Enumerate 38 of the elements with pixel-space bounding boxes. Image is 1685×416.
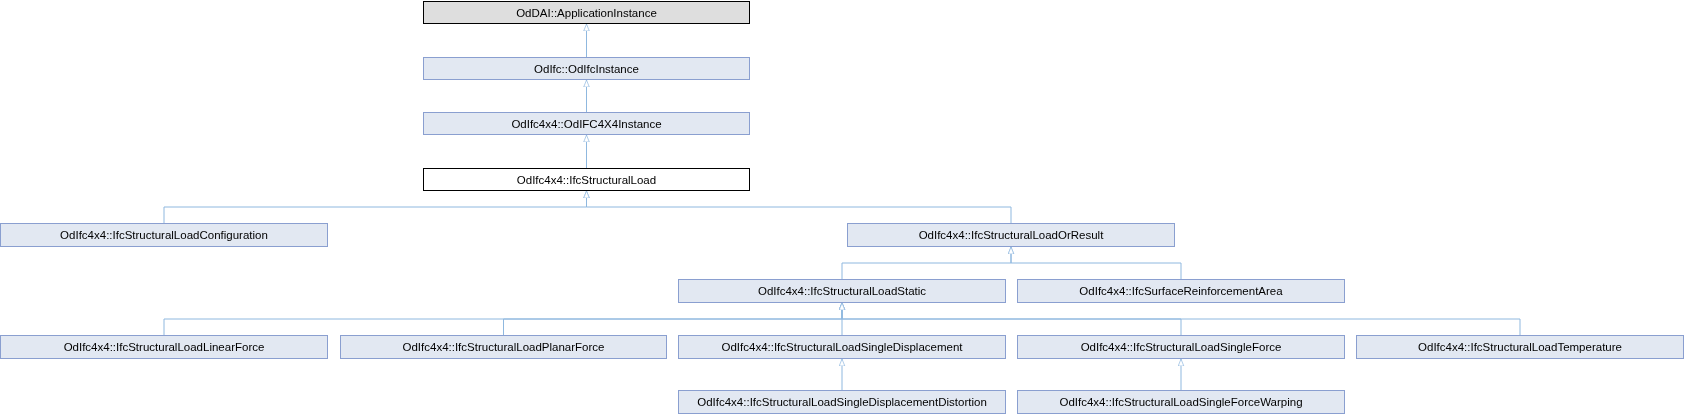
class-name: OdIfc4x4::IfcStructuralLoadOrResult — [918, 229, 1104, 241]
class-box — [1356, 335, 1684, 359]
class-name: OdIfc4x4::IfcStructuralLoadSingleDisplacementDistortion — [697, 396, 987, 408]
class-name: OdIfc4x4::IfcStructuralLoadLinearForce — [63, 341, 265, 353]
class-name: OdIfc4x4::IfcStructuralLoadSingleForce — [1080, 341, 1282, 353]
inheritance-arrow — [583, 79, 590, 113]
class-name: OdIfc4x4::IfcSurfaceReinforcementArea — [1079, 285, 1283, 297]
inheritance-arrow — [583, 190, 1012, 224]
class-name: OdIfc::OdIfcInstance — [534, 62, 639, 75]
class-name: OdIfc4x4::IfcStructuralLoadStatic — [757, 285, 927, 297]
class-name: OdIfc4x4::OdIFC4X4Instance — [511, 117, 662, 130]
class-name: OdIfc4x4::IfcStructuralLoadPlanarForce — [402, 341, 605, 353]
class-name: OdIfc4x4::IfcStructuralLoadSingleForceWarping — [1059, 396, 1303, 408]
class-name: OdIfc4x4::IfcStructuralLoadSingleDisplacement — [721, 341, 963, 353]
class-box — [678, 390, 1006, 414]
class-box — [678, 335, 1006, 359]
class-box — [423, 168, 750, 191]
class-name: OdIfc4x4::IfcStructuralLoad — [516, 173, 657, 186]
class-box — [1017, 390, 1345, 414]
inheritance-arrow — [583, 134, 590, 169]
class-box — [1017, 279, 1345, 303]
inheritance-arrow — [838, 302, 1521, 336]
class-box — [423, 57, 750, 80]
inheritance-arrow — [1177, 358, 1185, 391]
class-box — [340, 335, 667, 359]
class-name: OdIfc4x4::IfcStructuralLoadTemperature — [1418, 341, 1622, 353]
inheritance-arrow — [583, 23, 590, 58]
class-box — [423, 1, 750, 24]
class-box — [678, 279, 1006, 303]
class-name: OdDAI::ApplicationInstance — [516, 6, 657, 19]
class-name: OdIfc4x4::IfcStructuralLoadConfiguration — [60, 229, 268, 241]
inheritance-arrow — [838, 358, 846, 391]
class-box — [1017, 335, 1345, 359]
class-box — [0, 223, 328, 247]
inheritance-arrow — [1007, 246, 1182, 280]
class-box — [0, 335, 328, 359]
class-box — [423, 112, 750, 135]
class-box — [847, 223, 1175, 247]
